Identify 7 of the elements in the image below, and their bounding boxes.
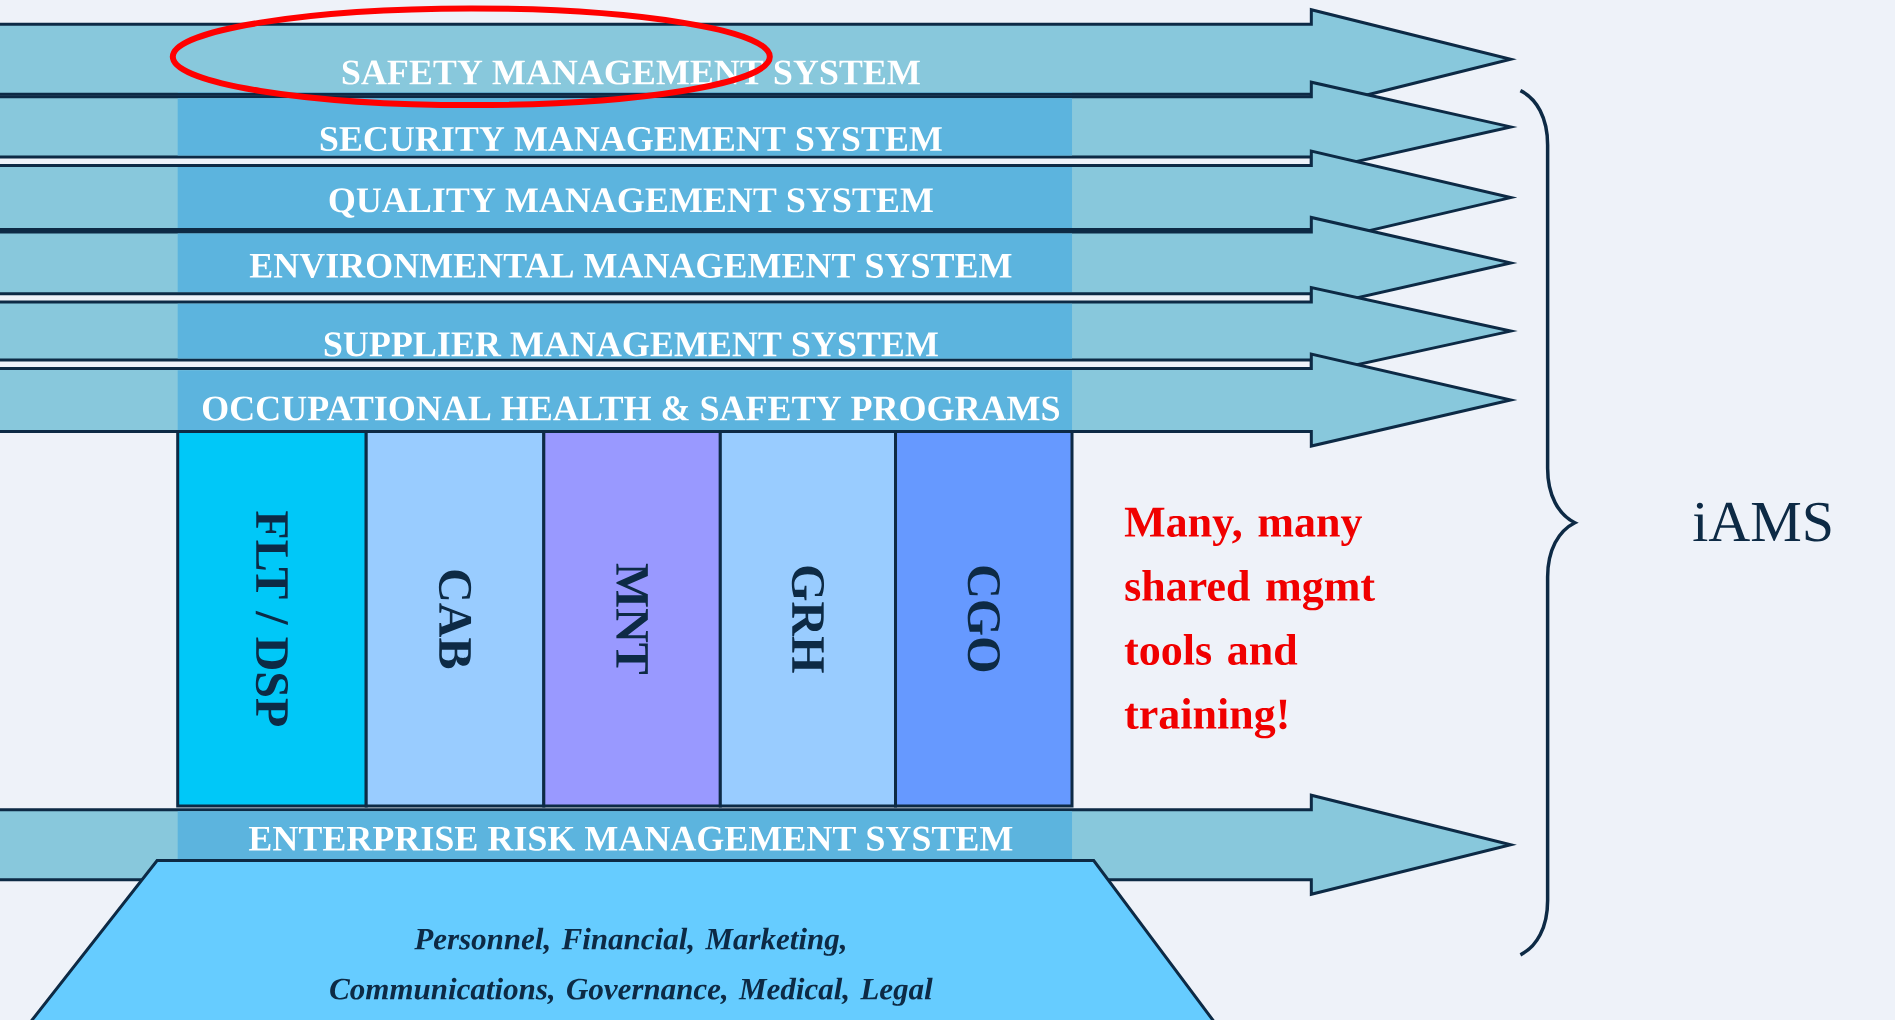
column-box: FLT / DSP <box>176 430 368 808</box>
column-box: MNT <box>542 430 722 808</box>
column-box: GRH <box>718 430 897 808</box>
callout-text: Many, many shared mgmt tools and training! <box>1124 507 1375 739</box>
column-box: CAB <box>364 430 546 808</box>
column-box: CGO <box>894 430 1074 808</box>
brace-label: iAMS <box>1693 502 1831 542</box>
